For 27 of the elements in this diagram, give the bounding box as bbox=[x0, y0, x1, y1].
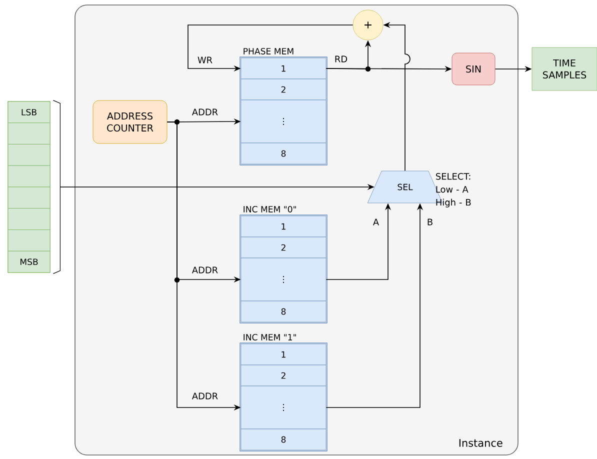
memory-cell: 2 bbox=[240, 364, 326, 386]
register-cell bbox=[8, 144, 50, 166]
edge-label: RD bbox=[335, 56, 348, 62]
memory-cell: 2 bbox=[240, 236, 326, 258]
register-cell bbox=[8, 122, 50, 144]
output-box: TIME SAMPLES bbox=[532, 47, 597, 91]
memory-cell: 8 bbox=[240, 428, 326, 450]
memory-cell: 8 bbox=[240, 142, 326, 164]
memory-cell: 1 bbox=[240, 216, 326, 238]
register-cell: LSB bbox=[8, 101, 50, 124]
memory-cell: 1 bbox=[240, 344, 326, 366]
function-box: SIN bbox=[452, 52, 496, 86]
memory-cell: 2 bbox=[240, 78, 326, 100]
edge-label: ADDR bbox=[192, 392, 218, 400]
edge-label: ADDR bbox=[192, 108, 218, 116]
edge-label: WR bbox=[198, 56, 212, 64]
register-cell bbox=[8, 230, 50, 252]
register-cell bbox=[8, 186, 50, 209]
edge-label: A bbox=[373, 218, 379, 226]
register-cell bbox=[8, 165, 50, 188]
edge-label: ADDR bbox=[192, 266, 218, 274]
counter-box: ADDRESS COUNTER bbox=[92, 100, 168, 144]
memory-cell: 1 bbox=[240, 58, 326, 80]
edge-label: B bbox=[428, 218, 432, 226]
register-cell: MSB bbox=[8, 250, 50, 273]
register-cell bbox=[8, 208, 50, 230]
memory-cell: 8 bbox=[240, 300, 326, 322]
